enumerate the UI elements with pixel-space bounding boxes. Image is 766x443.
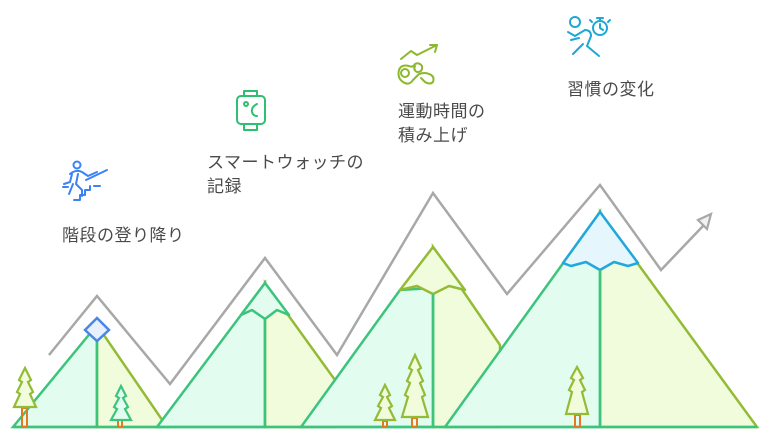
- tree-3: [373, 382, 397, 428]
- step-label-habit: 習慣の変化: [567, 80, 655, 100]
- trend-arrowhead-icon: [696, 212, 713, 232]
- mountain-4: [442, 208, 760, 429]
- smartwatch-icon: [233, 88, 269, 134]
- tree-2: [109, 383, 133, 428]
- tree-5: [564, 364, 590, 428]
- stairs-climbing-person-icon: [60, 160, 110, 205]
- mountain-1: [10, 316, 170, 429]
- mountain-2: [154, 279, 337, 429]
- runner-stopwatch-icon: [565, 10, 615, 65]
- step-label-smartwatch: スマートウォッチの 記録: [207, 153, 364, 197]
- step-label-exercise: 運動時間の 積み上げ: [398, 102, 486, 146]
- peak-diamond: [83, 316, 111, 343]
- exercise-trend-icon: [395, 42, 445, 92]
- tree-4: [400, 352, 430, 428]
- trend-line: [48, 182, 704, 387]
- step-label-stairs: 階段の登り降り: [62, 226, 185, 246]
- tree-1: [12, 365, 38, 428]
